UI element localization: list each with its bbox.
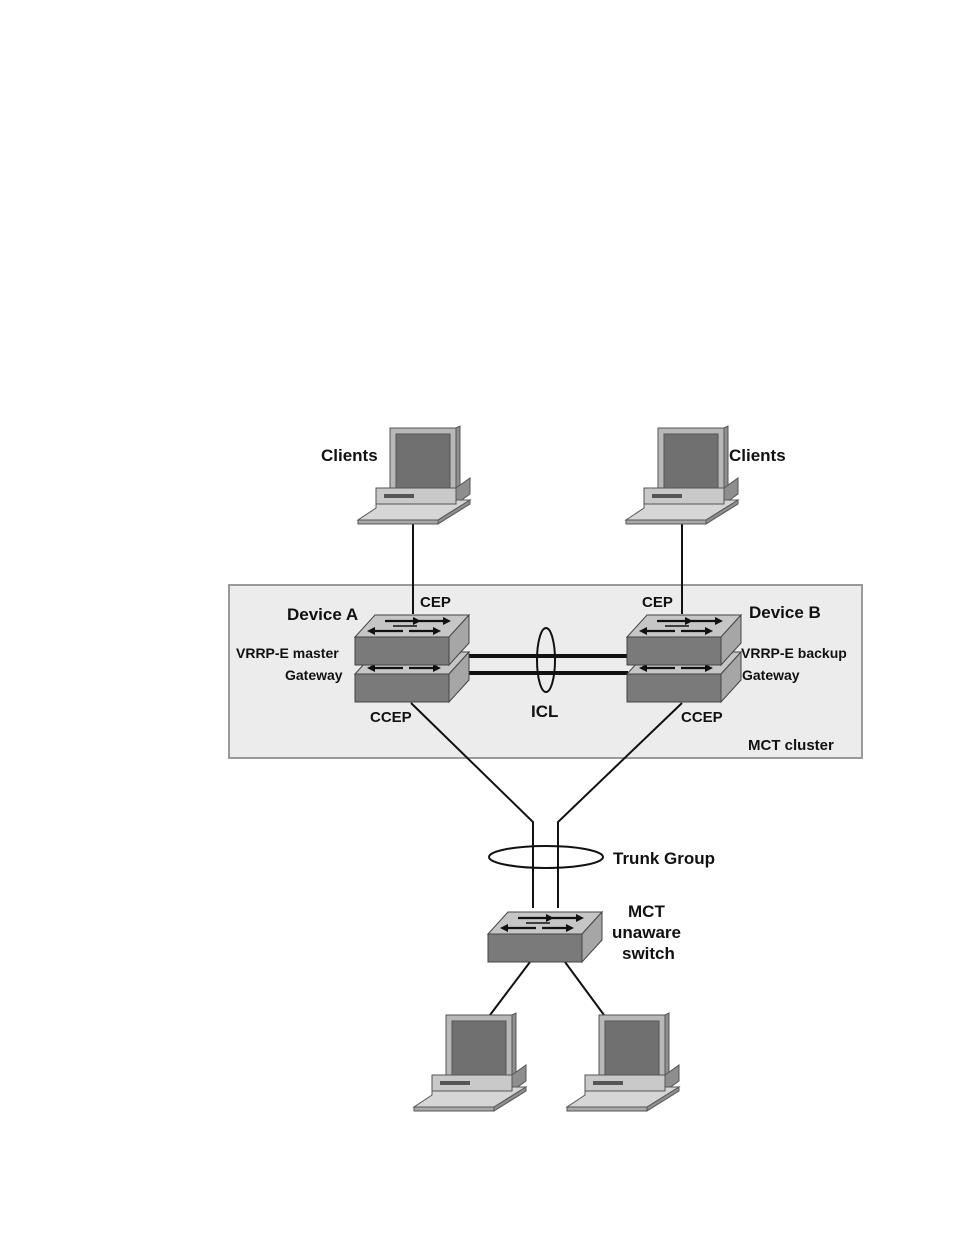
label-device-a: Device A — [287, 605, 358, 624]
label-unaware-line1: MCT — [628, 902, 665, 921]
client-right-laptop-icon — [626, 426, 738, 524]
label-unaware-line2: unaware — [612, 923, 681, 942]
label-gateway-a: Gateway — [285, 667, 343, 683]
client-bottom-right-laptop-icon — [567, 1013, 679, 1111]
label-clients-left: Clients — [321, 446, 378, 465]
label-trunk-group: Trunk Group — [613, 849, 715, 868]
label-mct-cluster: MCT cluster — [748, 737, 834, 754]
device-b-switch-icon — [627, 615, 741, 702]
client-bottom-left-laptop-icon — [414, 1013, 526, 1111]
label-device-b: Device B — [749, 603, 821, 622]
label-clients-right: Clients — [729, 446, 786, 465]
link-switch-client-bottom-right — [565, 962, 604, 1015]
trunk-group-ring — [489, 846, 603, 868]
link-switch-client-bottom-left — [490, 962, 530, 1015]
label-cep-a: CEP — [420, 594, 451, 611]
label-vrrp-master: VRRP-E master — [236, 645, 339, 661]
mct-unaware-switch-icon — [488, 912, 602, 962]
label-gateway-b: Gateway — [742, 667, 800, 683]
client-left-laptop-icon — [358, 426, 470, 524]
label-ccep-b: CCEP — [681, 709, 723, 726]
device-a-switch-icon — [355, 615, 469, 702]
label-vrrp-backup: VRRP-E backup — [741, 645, 847, 661]
label-ccep-a: CCEP — [370, 709, 412, 726]
label-cep-b: CEP — [642, 594, 673, 611]
label-unaware-line3: switch — [622, 944, 675, 963]
label-icl: ICL — [531, 702, 558, 721]
